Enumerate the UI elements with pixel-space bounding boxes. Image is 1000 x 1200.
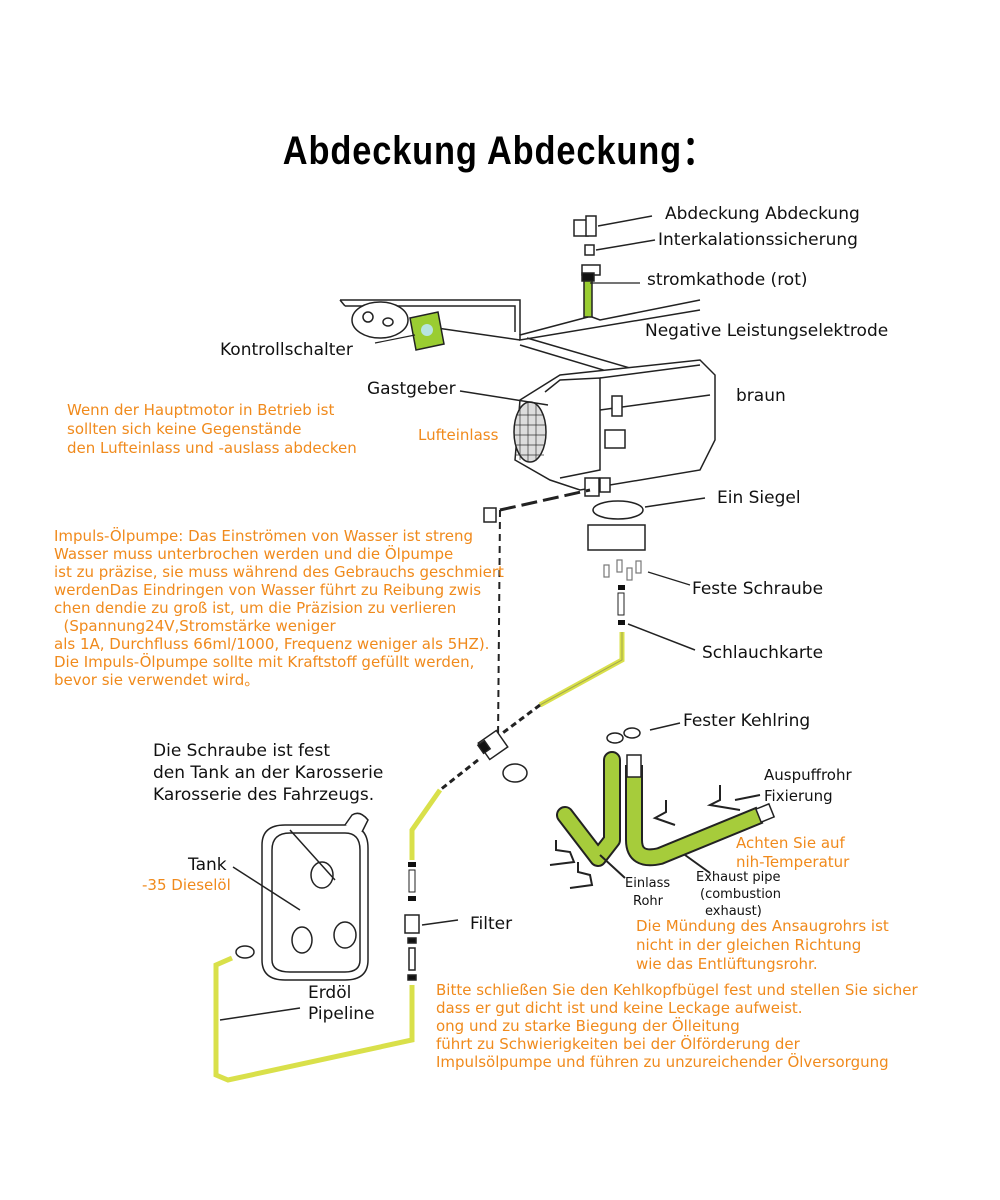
label-heater: Gastgeber	[367, 379, 456, 399]
label-positive: stromkathode (rot)	[647, 270, 808, 290]
label-air-inlet: Lufteinlass	[418, 426, 499, 444]
seal-icon	[592, 497, 706, 520]
note-clamp: Bitte schließen Sie den Kehlkopfbügel fe…	[436, 981, 918, 1071]
heater-unit-icon	[459, 359, 716, 497]
label-fuse: Interkalationssicherung	[658, 230, 858, 250]
note-tank-fuel: -35 Dieselöl	[142, 876, 231, 894]
pump-signal-wire	[483, 488, 591, 741]
label-cover: Abdeckung Abdeckung	[665, 204, 860, 224]
label-tank: Tank	[188, 855, 227, 875]
oil-pipeline	[213, 955, 415, 1083]
fuse-holder-icon	[581, 264, 601, 318]
exhaust-pipe-icon	[625, 754, 776, 867]
exhaust-bracket-icon	[549, 785, 761, 889]
label-filter: Filter	[470, 914, 513, 934]
mounting-plate-icon	[587, 524, 646, 551]
cover-part-icon	[573, 215, 653, 237]
label-switch: Kontrollschalter	[220, 340, 353, 360]
label-screw: Feste Schraube	[692, 579, 824, 599]
fuel-tank-icon	[232, 812, 369, 981]
label-exhaust-fix-1: Auspuffrohr	[764, 766, 852, 784]
filter-icon	[404, 914, 459, 981]
label-oil-pipe-2: Pipeline	[308, 1004, 375, 1024]
label-oil-pipe-1: Erdöl	[308, 983, 352, 1003]
label-exhaust-fix-2: Fixierung	[764, 787, 833, 805]
fuel-line-upper	[538, 585, 696, 708]
fuse-icon	[584, 239, 656, 256]
label-exhaust-pipe-1: Exhaust pipe	[696, 870, 781, 885]
label-hose-clip: Schlauchkarte	[702, 643, 824, 663]
screws-icon	[603, 559, 691, 586]
label-inlet-pipe-1: Einlass	[625, 876, 671, 891]
label-seal: Ein Siegel	[717, 488, 801, 508]
note-intake-direction: Die Mündung des Ansaugrohrs ist nicht in…	[636, 917, 889, 973]
note-temperature: Achten Sie auf nih-Temperatur	[736, 834, 850, 871]
label-brown: braun	[736, 386, 786, 406]
throat-ring-icon	[606, 722, 681, 744]
label-throat-ring: Fester Kehlring	[683, 711, 811, 731]
label-negative: Negative Leistungselektrode	[645, 321, 889, 341]
page-title: Abdeckung Abdeckung：	[282, 129, 718, 173]
label-exhaust-pipe-3: exhaust)	[705, 904, 762, 919]
label-tank-screw: Die Schraube ist fest den Tank an der Ka…	[153, 741, 384, 806]
note-pump: Impuls-Ölpumpe: Das Einströmen von Wasse…	[54, 527, 504, 689]
inlet-pipe-icon	[556, 751, 621, 867]
note-main-motor: Wenn der Hauptmotor in Betrieb ist sollt…	[67, 401, 357, 457]
control-switch-icon	[351, 301, 445, 351]
fuel-pump-icon	[439, 703, 541, 792]
label-inlet-pipe-2: Rohr	[633, 894, 663, 909]
label-exhaust-pipe-2: (combustion	[700, 887, 782, 902]
fuel-line-lower	[408, 788, 443, 901]
